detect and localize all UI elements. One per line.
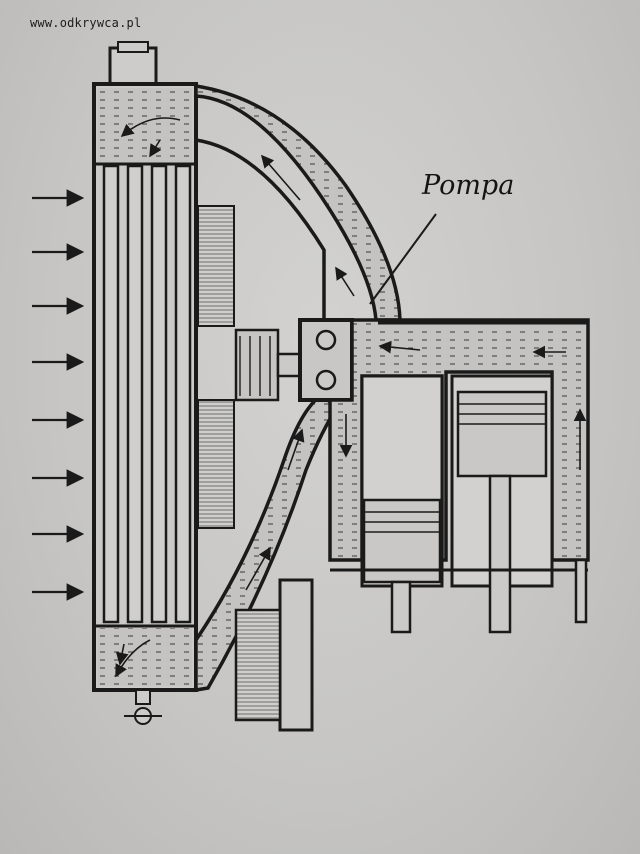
radiator-flow-arrows: [115, 117, 181, 678]
radiator-filler-cap: [108, 46, 158, 86]
air-flow-arrows: [32, 189, 85, 601]
fan-hub: [234, 328, 280, 402]
fan-blade-lower: [197, 399, 235, 529]
crank-pulley: [234, 578, 314, 732]
jacket-flow-arrows: [339, 340, 587, 470]
fan-blade-upper: [197, 205, 235, 327]
water-pump: [298, 318, 354, 402]
upper-hose-arrows: [260, 154, 355, 297]
radiator-bottom-tank: [98, 628, 192, 686]
cylinders: [330, 374, 588, 634]
pump-pointer-line: [369, 213, 437, 305]
fan: [197, 205, 320, 529]
lower-hose-arrows: [245, 428, 305, 591]
drain-tap: [124, 689, 162, 725]
connecting-rod-2: [488, 474, 512, 634]
radiator-tubes: [102, 164, 192, 624]
watermark: www.odkrywca.pl: [30, 16, 142, 30]
radiator: [92, 41, 198, 725]
pump-label: Pompa: [422, 170, 515, 201]
radiator-top-tank: [98, 88, 192, 162]
connecting-rod-1: [390, 580, 412, 634]
piston-2: [456, 390, 548, 478]
